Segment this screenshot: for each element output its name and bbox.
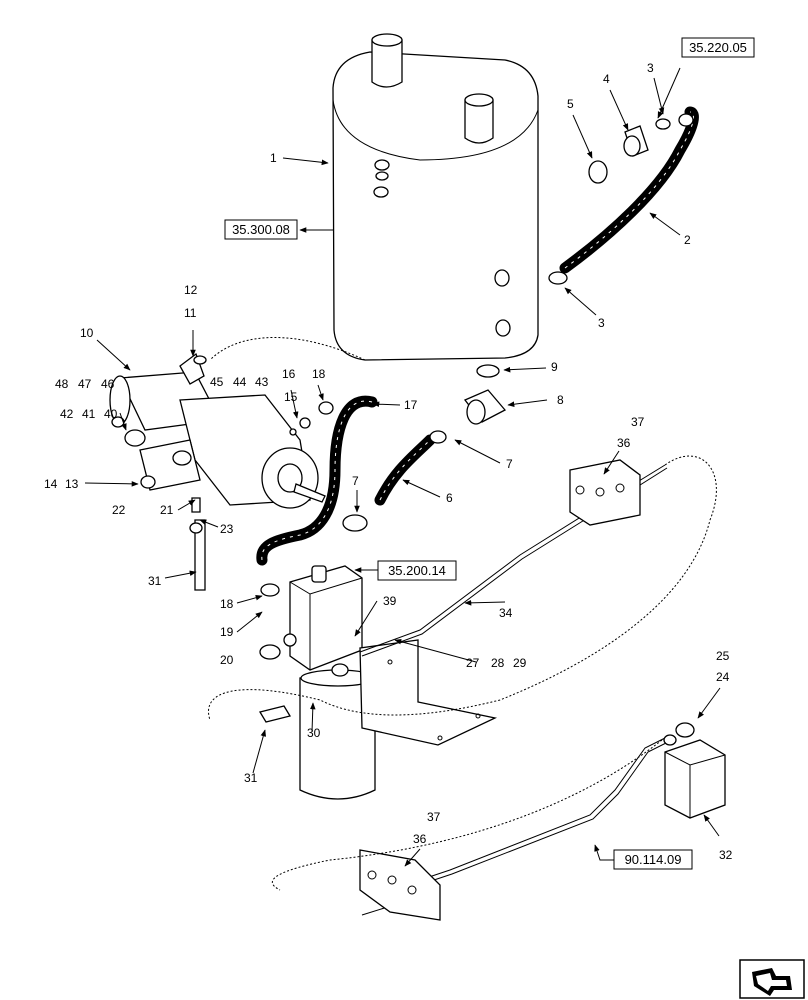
pump-hoses (256, 364, 507, 566)
return-hose-assembly (548, 106, 699, 285)
reference-label: 35.300.08 (232, 222, 290, 237)
callout-14: 14 (44, 477, 58, 491)
callout-8: 8 (557, 393, 564, 407)
reference-label: 35.200.14 (388, 563, 446, 578)
callout-39: 39 (383, 594, 397, 608)
callout-36: 36 (413, 832, 427, 846)
callout-48: 48 (55, 377, 69, 391)
callout-leaders (84, 77, 721, 867)
next-page-arrow-icon[interactable] (739, 959, 805, 999)
callout-31: 31 (148, 574, 162, 588)
callout-23: 23 (220, 522, 234, 536)
reference-label: 35.220.05 (689, 40, 747, 55)
callout-21: 21 (160, 503, 174, 517)
callout-3: 3 (598, 316, 605, 330)
callout-43: 43 (255, 375, 269, 389)
callout-24: 24 (716, 670, 730, 684)
reference-label: 90.114.09 (625, 852, 682, 867)
valve-block-32 (663, 722, 726, 819)
callout-16: 16 (282, 367, 296, 381)
callout-20: 20 (220, 653, 234, 667)
callout-6: 6 (446, 491, 453, 505)
tube-clamp-block-lower (359, 849, 441, 921)
callout-34: 34 (499, 606, 513, 620)
tube-clamp-block-upper (569, 459, 641, 526)
callout-25: 25 (716, 649, 730, 663)
callout-29: 29 (513, 656, 527, 670)
callout-18: 18 (220, 597, 234, 611)
callout-22: 22 (112, 503, 126, 517)
reference-box-35-200-14[interactable]: 35.200.14 (377, 560, 457, 581)
callout-32: 32 (719, 848, 733, 862)
callout-30: 30 (307, 726, 321, 740)
callout-15: 15 (284, 390, 298, 404)
callout-37: 37 (427, 810, 441, 824)
callout-3: 3 (647, 61, 654, 75)
callout-37: 37 (631, 415, 645, 429)
callout-45: 45 (210, 375, 224, 389)
hydraulic-tank (332, 33, 539, 361)
callout-7: 7 (352, 474, 359, 488)
callout-9: 9 (551, 360, 558, 374)
callout-40: 40 (104, 407, 118, 421)
callout-10: 10 (80, 326, 94, 340)
callout-47: 47 (78, 377, 92, 391)
callout-11: 11 (184, 306, 197, 320)
callout-42: 42 (60, 407, 74, 421)
callout-13: 13 (65, 477, 79, 491)
mounting-bracket (359, 639, 498, 746)
callout-46: 46 (101, 377, 115, 391)
callout-12: 12 (184, 283, 198, 297)
routing-outline (208, 337, 717, 891)
callout-31: 31 (244, 771, 258, 785)
callout-17: 17 (404, 398, 418, 412)
callout-41: 41 (82, 407, 96, 421)
callout-27: 27 (466, 656, 480, 670)
callout-7: 7 (506, 457, 513, 471)
callout-28: 28 (491, 656, 505, 670)
valve-block-and-filter (189, 519, 376, 800)
callout-2: 2 (684, 233, 691, 247)
hydraulic-pump (109, 352, 326, 513)
callout-5: 5 (567, 97, 574, 111)
reference-box-35-300-08[interactable]: 35.300.08 (224, 219, 298, 240)
callout-44: 44 (233, 375, 247, 389)
reference-box-90-114-09[interactable]: 90.114.09 (613, 849, 693, 870)
reference-box-35-220-05[interactable]: 35.220.05 (681, 37, 755, 58)
callout-36: 36 (617, 436, 631, 450)
callout-18: 18 (312, 367, 326, 381)
callout-labels: 1 2 3 3 4 5 6 7 7 8 9 10 11 12 13 14 15 … (44, 61, 733, 862)
callout-4: 4 (603, 72, 610, 86)
callout-19: 19 (220, 625, 234, 639)
callout-1: 1 (270, 151, 277, 165)
